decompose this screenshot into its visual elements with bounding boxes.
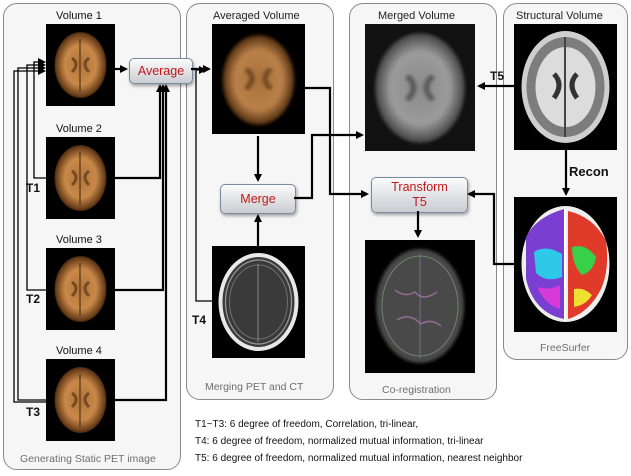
line-t1: [33, 58, 46, 179]
volume-1-label: Volume 1: [56, 10, 102, 22]
merged-volume-image: [365, 24, 475, 151]
arrow-vol2-average: [115, 84, 164, 180]
merge-button-label: Merge: [240, 191, 276, 206]
volume-3-label: Volume 3: [56, 234, 102, 246]
volume-4-label: Volume 4: [56, 345, 102, 357]
t4-label: T4: [192, 313, 207, 327]
legend: T1~T3: 6 degree of freedom, Correlation,…: [195, 416, 522, 467]
merge-button[interactable]: Merge: [220, 184, 296, 214]
averaged-volume-image: [212, 24, 305, 134]
arrow-averaged-transform: [305, 86, 369, 198]
pet-volume-2-image: [46, 137, 115, 219]
line-t2: [26, 61, 46, 291]
transform-button[interactable]: Transform T5: [371, 177, 468, 213]
volume-2-label: Volume 2: [56, 123, 102, 135]
arrow-ct-t4: [195, 66, 212, 302]
legend-t5: T5: 6 degree of freedom, normalized mutu…: [195, 453, 523, 464]
recon-label: Recon: [569, 164, 609, 179]
legend-t4: T4: 6 degree of freedom, normalized mutu…: [195, 436, 484, 447]
pet-volume-1-image: [46, 24, 115, 106]
pet-volume-4-image: [46, 359, 115, 441]
ct-volume-image: [212, 246, 305, 358]
structural-volume-title: Structural Volume: [516, 10, 603, 22]
static-pet-caption: Generating Static PET image: [20, 453, 156, 465]
pet-volume-3-image: [46, 248, 115, 330]
average-button-label: Average: [137, 63, 185, 78]
t3-label: T3: [26, 405, 41, 419]
transform-button-label: Transform: [391, 180, 448, 194]
t5-label: T5: [490, 69, 505, 83]
legend-t1-t3: T1~T3: 6 degree of freedom, Correlation,…: [195, 419, 419, 430]
average-button[interactable]: Average: [129, 58, 193, 84]
coreg-caption: Co-registration: [382, 384, 451, 396]
transform-button-sublabel: T5: [412, 195, 427, 209]
freesurfer-parcellation-image: [514, 197, 617, 332]
arrow-parcellation-transform: [467, 190, 514, 266]
line-t3b: [13, 67, 46, 403]
averaged-volume-title: Averaged Volume: [213, 10, 300, 22]
arrow-vol3-average: [115, 84, 167, 292]
t2-label: T2: [26, 292, 41, 306]
freesurfer-caption: FreeSurfer: [540, 342, 591, 354]
arrow-vol4-average: [115, 84, 170, 402]
structural-volume-image: [514, 24, 617, 150]
merging-caption: Merging PET and CT: [205, 381, 304, 393]
t1-label: T1: [26, 181, 41, 195]
line-t3: [17, 64, 46, 401]
merged-volume-title: Merged Volume: [378, 10, 456, 22]
coregistered-volume-image: [365, 240, 475, 373]
arrow-merge-merged: [294, 131, 364, 200]
